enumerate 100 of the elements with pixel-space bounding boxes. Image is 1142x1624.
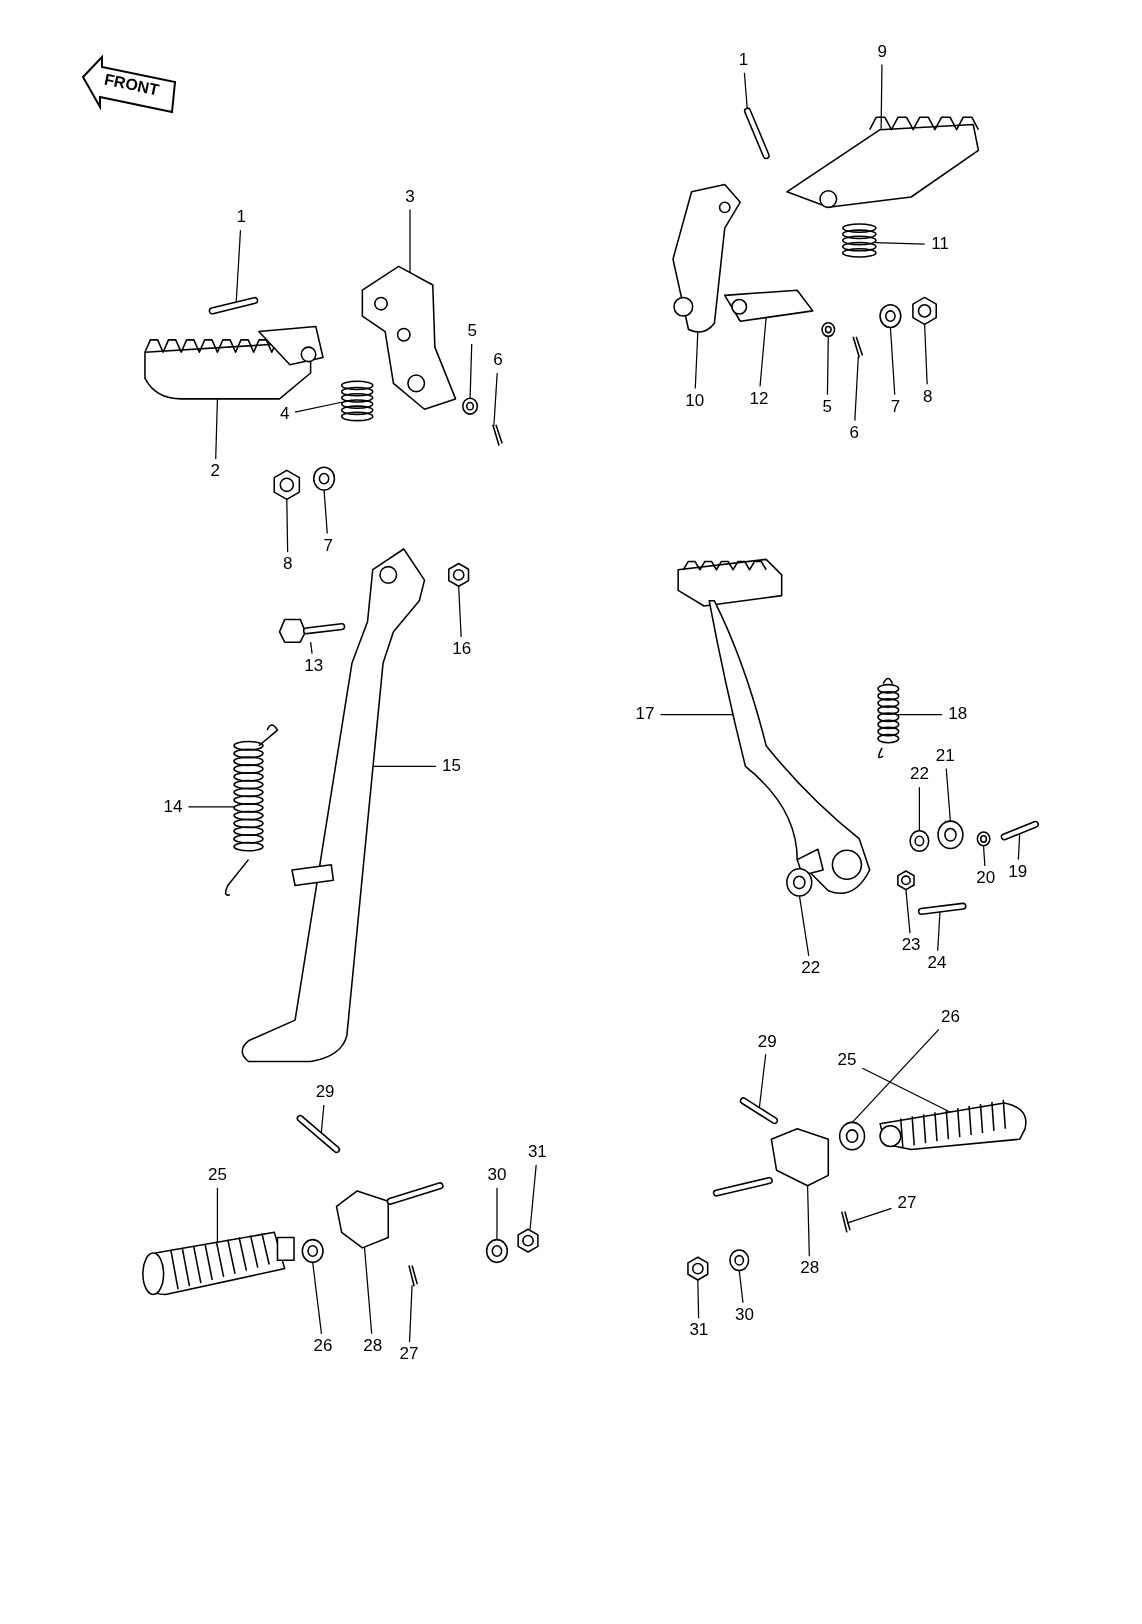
leader-line (215, 398, 219, 460)
leader-line (982, 845, 986, 867)
leader-line (363, 1246, 373, 1335)
footrest-rubber-drawing (142, 1231, 295, 1296)
callout-number: 31 (689, 1321, 709, 1340)
callout-number: 7 (890, 397, 901, 416)
bolt-drawing (278, 618, 346, 643)
callout-number: 28 (363, 1336, 383, 1355)
leader-line (945, 767, 952, 823)
leader-line (854, 355, 859, 422)
leader-line (806, 1185, 810, 1257)
leader-line (408, 1284, 413, 1343)
callout-number: 25 (207, 1166, 227, 1185)
callout-number: 5 (822, 397, 832, 416)
leader-line (826, 336, 829, 396)
spring-drawing (877, 677, 900, 759)
spring-drawing (842, 223, 877, 258)
callout-number: 31 (527, 1143, 547, 1162)
washer-drawing (729, 1249, 750, 1272)
callout-number: 20 (976, 868, 996, 887)
leader-line (286, 497, 289, 553)
nut-drawing (912, 296, 937, 326)
leader-line (851, 1028, 940, 1124)
link-plate-drawing (723, 289, 814, 322)
nut-drawing (517, 1228, 539, 1253)
leader-line (759, 316, 767, 388)
callout-number: 13 (304, 656, 324, 675)
leader-line (323, 489, 328, 535)
callout-number: 27 (399, 1345, 419, 1364)
leader-line (409, 208, 411, 274)
leader-line (469, 343, 473, 400)
callout-number: 24 (927, 953, 947, 972)
washer-drawing (879, 303, 902, 329)
leader-line (874, 241, 926, 245)
callout-number: 9 (877, 42, 887, 61)
callout-number: 5 (467, 322, 477, 341)
cotter-pin-drawing (492, 424, 503, 447)
washer-drawing (937, 820, 964, 850)
callout-number: 25 (837, 1051, 857, 1070)
nut-drawing (897, 870, 915, 891)
leader-line (659, 714, 734, 716)
washer-drawing (838, 1121, 866, 1151)
bolt-drawing (917, 902, 967, 915)
leader-line (529, 1164, 537, 1230)
washer-drawing (485, 1238, 509, 1264)
callout-number: 15 (441, 757, 461, 776)
footpeg-drawing (786, 116, 980, 209)
callout-number: 6 (849, 423, 859, 442)
callout-number: 29 (757, 1032, 777, 1051)
cotter-pin-drawing (852, 336, 864, 359)
leader-line (312, 1261, 323, 1335)
leader-line (738, 1270, 744, 1304)
callout-number: 26 (313, 1336, 333, 1355)
callout-number: 14 (163, 797, 183, 816)
pin-drawing (739, 1097, 779, 1125)
callout-number: 22 (801, 959, 821, 978)
callout-number: 2 (210, 462, 221, 481)
footrest-rubber-drawing (879, 1099, 1027, 1151)
washer-drawing (301, 1238, 324, 1264)
callout-number: 27 (897, 1194, 917, 1213)
callout-number: 8 (283, 555, 293, 574)
leader-line (846, 1207, 893, 1224)
leader-line (496, 1187, 498, 1241)
cotter-pin-drawing (408, 1264, 419, 1287)
washer-drawing (312, 466, 336, 491)
callout-number: 17 (635, 705, 655, 724)
footpeg-drawing (144, 325, 324, 400)
callout-number: 1 (738, 51, 749, 70)
bolt-drawing (1000, 820, 1039, 841)
pin-drawing (208, 296, 259, 315)
spring-drawing (340, 380, 374, 422)
bracket-drawing (361, 265, 457, 411)
callout-number: 19 (1008, 862, 1028, 881)
callout-number: 8 (922, 387, 933, 406)
leader-line (798, 894, 810, 957)
washer-drawing (786, 867, 813, 897)
leader-line (880, 63, 883, 131)
callout-number: 16 (452, 640, 472, 659)
direction-label: FRONT (102, 70, 161, 100)
washer-drawing (909, 829, 930, 852)
callout-number: 21 (935, 746, 955, 765)
callout-number: 30 (734, 1305, 754, 1324)
leader-line (694, 330, 699, 390)
leader-line (216, 1187, 219, 1244)
footrest-bracket-drawing (335, 1182, 444, 1249)
callout-number: 12 (749, 389, 769, 408)
pin-drawing (296, 1114, 341, 1154)
callout-number: 23 (901, 936, 921, 955)
callout-number: 26 (941, 1007, 960, 1026)
leader-line (923, 322, 928, 385)
spring-drawing (224, 724, 279, 896)
leader-line (187, 806, 236, 808)
callout-number: 18 (948, 705, 968, 724)
leader-line (897, 714, 943, 716)
leader-line (294, 401, 344, 413)
brake-pedal-drawing (677, 558, 871, 895)
leader-line (310, 641, 313, 655)
leader-line (905, 889, 911, 934)
nut-drawing (448, 562, 470, 588)
nut-drawing (687, 1256, 709, 1281)
